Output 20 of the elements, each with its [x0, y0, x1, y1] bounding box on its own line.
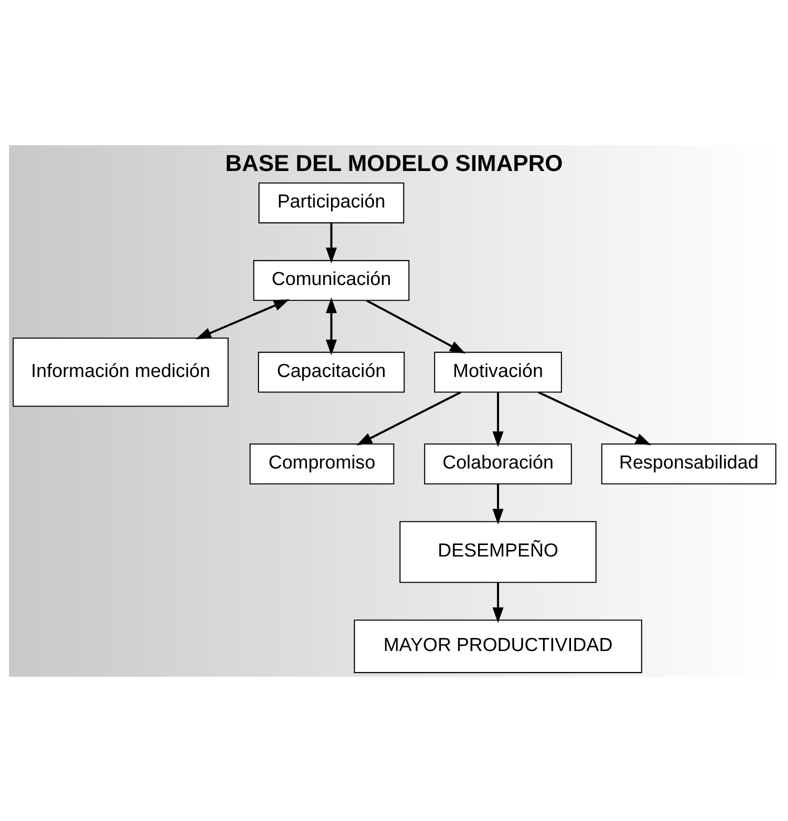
arrow	[356, 390, 461, 445]
node-box: Participación	[258, 182, 404, 223]
diagram-title: BASE DEL MODELO SIMAPRO	[224, 150, 562, 176]
arrow	[195, 298, 290, 339]
arrow	[538, 390, 651, 445]
node-box: DESEMPEÑO	[398, 520, 596, 582]
node-box: Responsabilidad	[600, 443, 776, 484]
arrow	[325, 296, 336, 355]
arrow	[492, 392, 504, 447]
node-box: Compromiso	[249, 443, 394, 484]
arrow	[366, 299, 466, 354]
arrow	[492, 582, 504, 623]
arrow	[325, 222, 336, 263]
node-box: Comunicación	[252, 260, 409, 300]
node-box: MAYOR PRODUCTIVIDAD	[353, 619, 642, 673]
node-box: Capacitación	[257, 351, 404, 392]
node-box: Motivación	[434, 351, 562, 392]
node-box: Colaboración	[424, 443, 572, 484]
node-box: Información medición	[12, 337, 228, 406]
arrow	[492, 484, 504, 524]
